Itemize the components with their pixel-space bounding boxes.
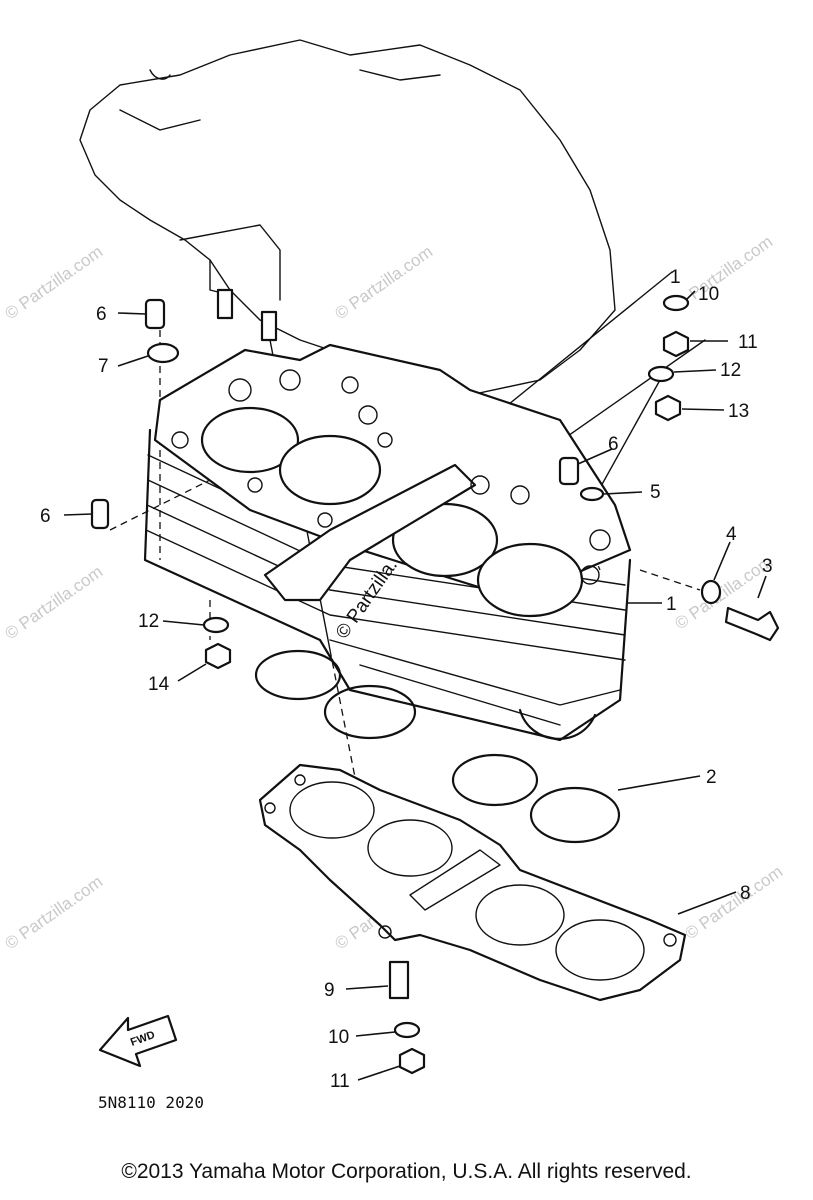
callout-6: 6 bbox=[96, 304, 107, 325]
callout-9: 9 bbox=[324, 980, 335, 1001]
callout-1: 1 bbox=[666, 594, 677, 615]
callout-5: 5 bbox=[650, 482, 661, 503]
cylinder-block bbox=[143, 343, 632, 742]
stud-icon bbox=[260, 310, 278, 342]
copyright-notice: ©2013 Yamaha Motor Corporation, U.S.A. A… bbox=[121, 1160, 692, 1183]
callout-4: 4 bbox=[726, 524, 737, 545]
small-o-ring-icon bbox=[579, 486, 605, 502]
callout-3: 3 bbox=[762, 556, 773, 577]
o-ring-4 bbox=[529, 786, 621, 844]
o-ring-3 bbox=[451, 753, 539, 807]
dowel-pin-icon bbox=[90, 498, 110, 530]
washer-icon bbox=[662, 294, 690, 312]
crankcase-outline bbox=[79, 39, 616, 396]
base-gasket bbox=[258, 763, 687, 1002]
watermark-text: © Partzilla.com bbox=[331, 242, 436, 323]
callout-6: 6 bbox=[40, 506, 51, 527]
leader-lines bbox=[63, 290, 767, 1081]
seal-icon bbox=[146, 342, 180, 364]
cylinder-bore-1 bbox=[200, 406, 300, 474]
nut-icon bbox=[398, 1047, 426, 1075]
nut-icon bbox=[204, 642, 232, 670]
washer-icon bbox=[202, 616, 230, 634]
hardware bbox=[90, 294, 780, 1075]
stud-icon bbox=[388, 960, 410, 1000]
dowel-pin-icon bbox=[144, 298, 166, 330]
callout-1: 1 bbox=[670, 267, 681, 288]
watermark-text: © Partzilla.com bbox=[1, 242, 106, 323]
cylinder-bore-4 bbox=[476, 542, 584, 618]
bolt-icon bbox=[724, 606, 780, 642]
callout-11: 11 bbox=[738, 332, 758, 353]
callout-2: 2 bbox=[706, 767, 717, 788]
cam-chain-tunnel bbox=[263, 463, 477, 602]
watermark-text: © Partzilla.com bbox=[681, 862, 786, 943]
forward-arrow-icon: FWD bbox=[98, 1014, 178, 1068]
o-ring-2 bbox=[323, 684, 417, 740]
callout-11: 11 bbox=[330, 1071, 350, 1092]
nut-icon bbox=[662, 330, 690, 358]
callout-8: 8 bbox=[740, 883, 751, 904]
washer-icon bbox=[647, 365, 675, 383]
nut-icon bbox=[654, 394, 682, 422]
callout-12: 12 bbox=[720, 360, 741, 381]
diagram-code: 5N8110 2020 bbox=[98, 1093, 204, 1112]
washer-icon bbox=[700, 579, 722, 605]
callout-12: 12 bbox=[138, 611, 159, 632]
o-ring-1 bbox=[254, 649, 342, 701]
callout-14: 14 bbox=[148, 674, 170, 695]
watermark-text: © Partzilla.com bbox=[1, 872, 106, 953]
callout-13: 13 bbox=[728, 401, 749, 422]
callout-10: 10 bbox=[698, 284, 719, 305]
cylinder-bore-2 bbox=[278, 434, 382, 506]
o-rings bbox=[254, 649, 621, 844]
callout-7: 7 bbox=[98, 356, 109, 377]
callout-labels: 6 7 6 10 11 12 13 6 5 1 1 4 3 12 14 2 8 … bbox=[40, 267, 773, 1092]
washer-icon bbox=[393, 1021, 421, 1039]
stud-icon bbox=[216, 288, 234, 320]
callout-6: 6 bbox=[608, 434, 619, 455]
dowel-pin-icon bbox=[558, 456, 580, 486]
callout-10: 10 bbox=[328, 1027, 349, 1048]
watermark-text: © Partzilla.com bbox=[1, 562, 106, 643]
